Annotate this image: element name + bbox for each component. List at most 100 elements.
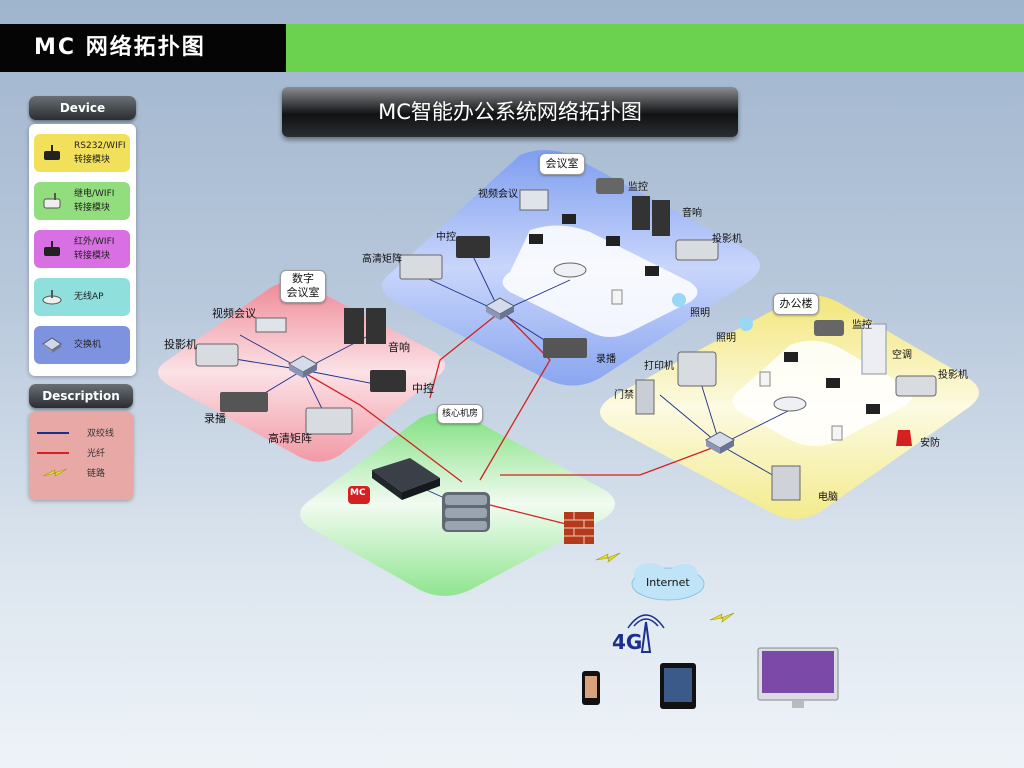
switch-icon	[42, 337, 62, 353]
projector-icon	[675, 239, 719, 261]
label-recording: 录播	[204, 412, 226, 425]
recorder-icon	[220, 392, 268, 412]
mc-logo-icon	[348, 486, 370, 504]
internet-cloud-icon	[631, 563, 705, 601]
label-hd-matrix: 高清矩阵	[268, 432, 312, 445]
hd-matrix-icon	[305, 407, 353, 435]
legend-twisted-pair: 双绞线	[37, 426, 127, 440]
device-item-switch: 交换机	[34, 326, 130, 364]
computer-icon	[771, 465, 801, 501]
link-bolt-icon	[595, 552, 621, 563]
projector-icon	[195, 343, 239, 367]
meeting-room-wifi-area	[502, 225, 698, 337]
device-label: 无线AP	[74, 292, 104, 302]
core-room-callout: 核心机房	[437, 404, 483, 424]
meeting-room-callout: 会议室	[539, 153, 585, 175]
description-panel: 双绞线 光纤 链路	[29, 412, 133, 500]
4g-label: 4G	[612, 630, 643, 654]
label-security: 安防	[920, 438, 940, 449]
label-hd-matrix: 高清矩阵	[362, 254, 402, 265]
module-icon	[645, 266, 659, 276]
speaker-icon	[366, 308, 386, 344]
module-icon	[562, 214, 576, 224]
projector-icon	[895, 375, 937, 397]
switch-icon	[484, 297, 516, 320]
header-bar: MC 网络拓扑图	[0, 24, 1024, 72]
label-lighting: 照明	[690, 308, 710, 319]
recorder-icon	[543, 338, 587, 358]
central-control-icon	[370, 370, 406, 392]
speaker-icon	[632, 196, 650, 230]
camera-icon	[814, 320, 844, 336]
module-icon	[529, 234, 543, 244]
printer-icon	[677, 351, 717, 387]
ir-wifi-module-icon	[44, 241, 60, 256]
fiber-link	[500, 444, 721, 476]
monitor-icon	[757, 647, 839, 708]
label-projector: 投影机	[938, 370, 968, 381]
legend-label: 光纤	[87, 449, 106, 459]
label-lighting: 照明	[716, 333, 736, 344]
light-bulb-icon	[672, 293, 686, 307]
label-recording: 录播	[596, 354, 616, 365]
firewall-icon	[564, 512, 594, 544]
tablet-screen	[664, 668, 692, 702]
cable	[659, 394, 721, 446]
module-icon	[784, 352, 798, 362]
legend-link: 链路	[37, 466, 127, 480]
label-computer: 电脑	[818, 492, 838, 503]
label-projector: 投影机	[712, 234, 742, 245]
hd-matrix-icon	[399, 254, 443, 280]
relay-wifi-module-icon	[43, 193, 61, 209]
legend-label: 链路	[87, 469, 106, 479]
label-printer: 打印机	[644, 361, 674, 372]
label-central-control: 中控	[436, 232, 456, 243]
module-icon	[606, 236, 620, 246]
device-item-ap: 无线AP	[34, 278, 130, 316]
label-surveillance: 监控	[628, 182, 648, 193]
module-icon	[831, 425, 843, 441]
video-conference-icon	[519, 189, 549, 211]
office-building-callout: 办公楼	[773, 293, 819, 315]
description-heading: Description	[29, 384, 133, 408]
switch-icon	[287, 355, 319, 378]
label-video-conference: 视频会议	[212, 307, 256, 320]
video-conference-icon	[255, 317, 287, 333]
device-heading: Device	[29, 96, 136, 120]
internet-label: Internet	[646, 576, 690, 589]
link-bolt-icon	[709, 612, 735, 623]
mc-logo-text: MC	[350, 488, 366, 498]
air-conditioner-icon	[861, 323, 887, 375]
legend-line	[37, 432, 69, 434]
label-audio: 音响	[682, 208, 702, 219]
label-air-conditioner: 空调	[892, 350, 912, 361]
4g-tower-icon	[627, 614, 665, 653]
legend-label: 双绞线	[87, 429, 115, 439]
central-control-icon	[456, 236, 490, 258]
label-surveillance: 监控	[852, 320, 872, 331]
rs232-wifi-module-icon	[44, 145, 60, 160]
fiber-link	[479, 311, 551, 481]
camera-icon	[596, 178, 624, 194]
speaker-icon	[652, 200, 670, 236]
core-server-icon	[372, 458, 440, 500]
fiber-link	[302, 371, 463, 483]
link-bolt-icon	[42, 468, 68, 477]
label-audio: 音响	[388, 341, 410, 354]
speaker-icon	[344, 308, 364, 344]
diagram-banner: MC智能办公系统网络拓扑图	[282, 87, 738, 137]
module-icon	[866, 404, 880, 414]
module-icon	[826, 378, 840, 388]
switch-icon	[704, 431, 736, 454]
wireless-ap-icon	[42, 290, 62, 305]
cable	[302, 369, 381, 386]
label-video-conference: 视频会议	[478, 189, 518, 200]
phone-screen	[585, 676, 597, 698]
